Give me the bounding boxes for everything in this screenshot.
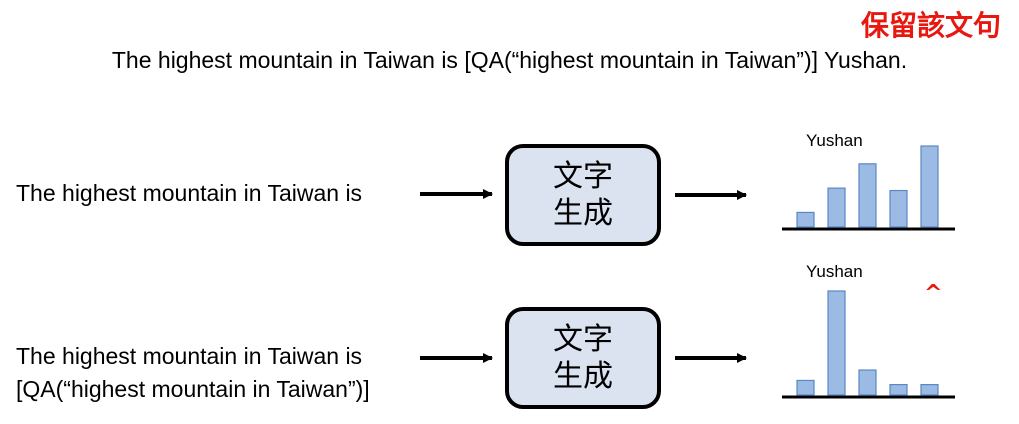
keep-sentence-label: 保留該文句 [860,9,1001,42]
row-2-input: The highest mountain in Taiwan is [QA(“h… [16,340,370,406]
row-2-distribution-chart [796,290,939,396]
row-1-bar-5 [920,145,939,228]
row-1-box-line-2: 生成 [553,196,613,231]
row-1-bar-4 [889,189,908,228]
row-2-box-line-1: 文字 [553,322,613,357]
row-1-bar-3 [858,163,877,228]
example-sentence: The highest mountain in Taiwan is [QA(“h… [111,47,908,73]
caret-mark: ^ [924,281,943,306]
row-2-bar-3 [858,369,877,396]
row-2-bar-2 [827,290,846,396]
row-2-bar-5 [920,384,939,396]
row-1-distribution-chart [796,145,939,228]
row-1-input-line-1: The highest mountain in Taiwan is [16,180,363,206]
row-1-box-line-1: 文字 [553,159,613,194]
row-1-bar-1 [796,211,815,228]
row-2-input-line-2: [QA(“highest mountain in Taiwan”)] [16,376,370,402]
row-2-input-line-1: The highest mountain in Taiwan is [16,343,363,369]
row-1-bar-2 [827,187,846,228]
row-2-bar-4 [889,384,908,396]
row-1-top-token-label: Yushan [806,131,863,150]
row-2-text-generation-box: 文字 生成 [505,307,661,409]
row-2-box-line-2: 生成 [553,359,613,394]
row-2-top-token-label: Yushan [806,262,863,281]
row-2-bar-1 [796,379,815,396]
row-1-text-generation-box: 文字 生成 [505,144,661,246]
row-1-input: The highest mountain in Taiwan is [16,177,362,210]
